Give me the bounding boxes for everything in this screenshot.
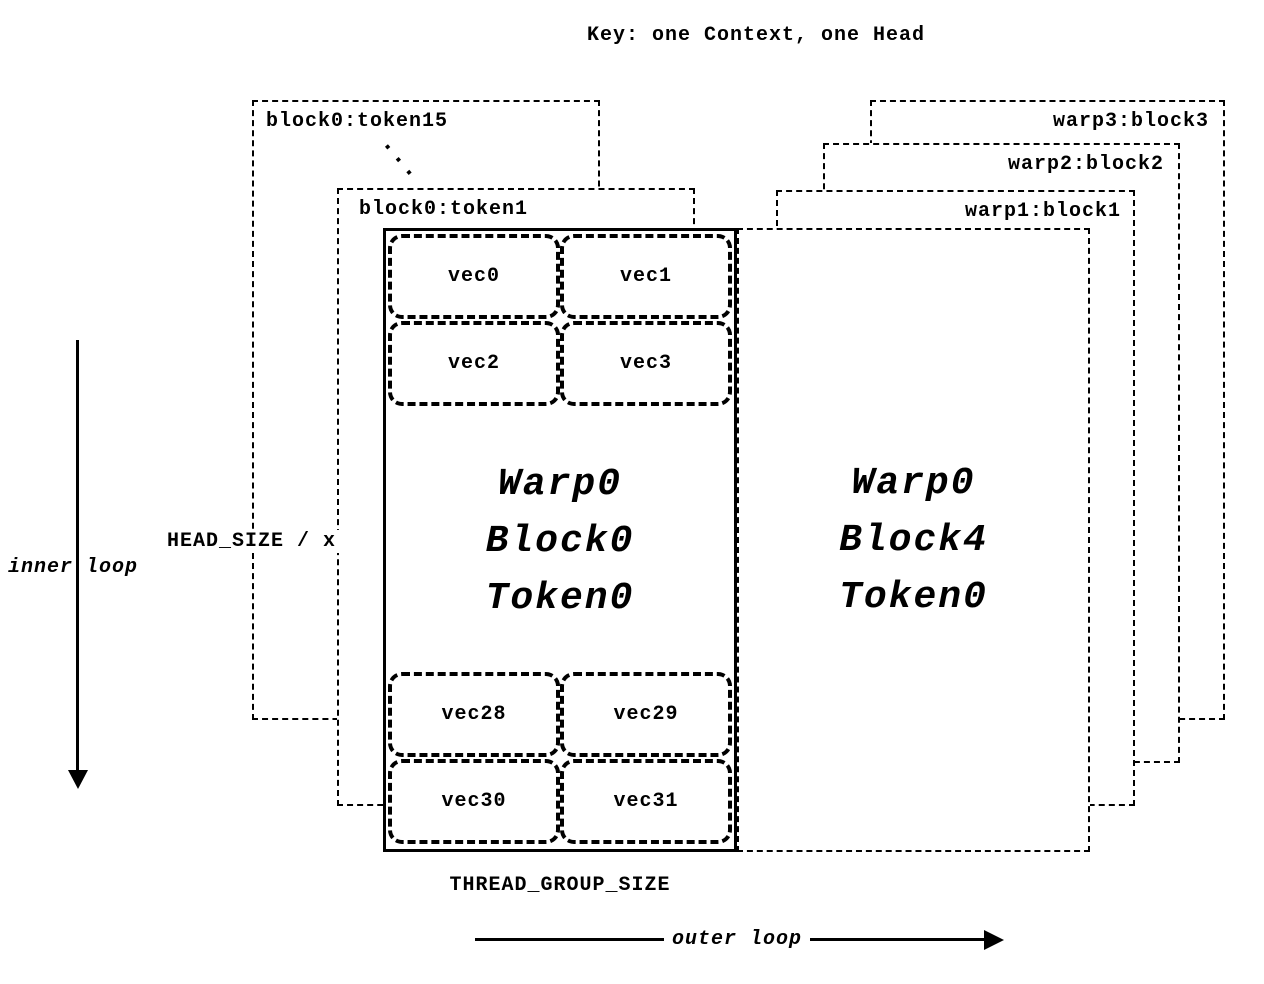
vec-cell: vec1 (560, 234, 732, 319)
warp1-block1-label: warp1:block1 (964, 200, 1121, 223)
outer-loop-arrowhead (984, 930, 1004, 950)
vec-cell: vec29 (560, 672, 732, 757)
block4-title-line2: Block4 (839, 519, 988, 562)
inner-loop-arrowhead (68, 770, 88, 789)
vec-label: vec1 (619, 265, 672, 288)
vec-cell: vec2 (388, 321, 560, 406)
warp2-block2-label: warp2:block2 (1007, 153, 1164, 176)
block0-title-line2: Block0 (485, 520, 635, 563)
diagram-title: Key: one Context, one Head (586, 24, 926, 47)
block4-title-line3: Token0 (839, 576, 988, 619)
vec-label: vec0 (447, 265, 500, 288)
inner-loop-arrow-line (76, 340, 79, 772)
vec-cell: vec3 (560, 321, 732, 406)
block0-token15-label: block0:token15 (266, 110, 449, 133)
warp0-block4-box: Warp0 Block4 Token0 (737, 228, 1090, 852)
warp0-block0-title: Warp0 Block0 Token0 (386, 456, 734, 627)
outer-loop-label: outer loop (664, 928, 811, 951)
vec-label: vec29 (613, 703, 679, 726)
thread-group-size-label: THREAD_GROUP_SIZE (449, 874, 671, 897)
warp0-block0-box: vec0 vec1 vec2 vec3 Warp0 Block0 Token0 … (383, 228, 737, 852)
head-size-label: HEAD_SIZE / x (163, 530, 341, 553)
vec-cell: vec31 (560, 759, 732, 844)
vec-label: vec28 (441, 703, 507, 726)
block4-title-line1: Warp0 (851, 462, 976, 505)
block0-title-line3: Token0 (485, 577, 635, 620)
warp0-block4-title: Warp0 Block4 Token0 (739, 455, 1088, 626)
vec-label: vec3 (619, 352, 672, 375)
block0-token1-label: block0:token1 (359, 198, 529, 221)
vec-cell: vec28 (388, 672, 560, 757)
vec-label: vec30 (441, 790, 507, 813)
vec-cell: vec0 (388, 234, 560, 319)
inner-loop-label: inner loop (8, 556, 139, 579)
warp3-block3-label: warp3:block3 (1052, 110, 1209, 133)
vec-label: vec2 (447, 352, 500, 375)
vec-cell: vec30 (388, 759, 560, 844)
vec-label: vec31 (613, 790, 679, 813)
block0-title-line1: Warp0 (497, 463, 623, 506)
